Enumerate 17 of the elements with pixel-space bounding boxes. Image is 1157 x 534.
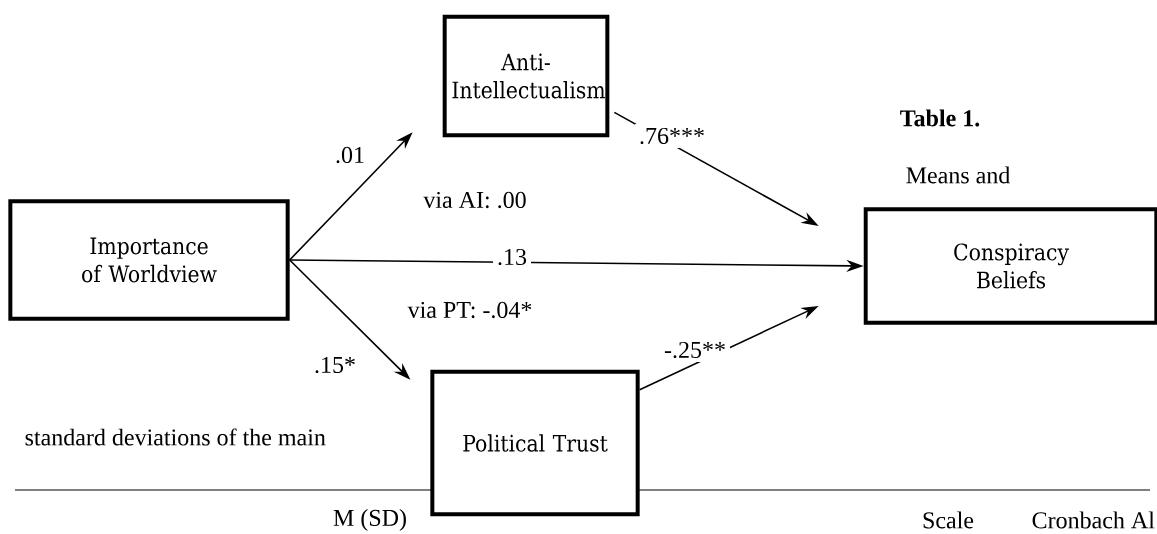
note-text: Cronbach Al bbox=[1032, 511, 1155, 529]
edge-label: .76*** bbox=[635, 123, 709, 149]
note-text: Means and bbox=[906, 166, 1011, 184]
note-text: Scale bbox=[923, 511, 974, 529]
variable-box: Anti-Intellectualism bbox=[442, 14, 610, 138]
edge-label: -.25** bbox=[660, 337, 730, 363]
note-text: via AI: .00 bbox=[423, 191, 526, 209]
variable-box: Political Trust bbox=[430, 369, 640, 517]
variable-box: Importance of Worldview bbox=[8, 199, 290, 321]
edge-label: .15* bbox=[310, 352, 360, 378]
edge-label: .01 bbox=[331, 142, 369, 168]
note-text: standard deviations of the main bbox=[25, 428, 326, 446]
variable-box: Conspiracy Beliefs bbox=[863, 207, 1157, 325]
note-text: Table 1. bbox=[900, 109, 980, 127]
edge-label: .13 bbox=[493, 244, 531, 270]
note-text: via PT: -.04* bbox=[407, 301, 532, 319]
note-text: M (SD) bbox=[333, 509, 406, 531]
